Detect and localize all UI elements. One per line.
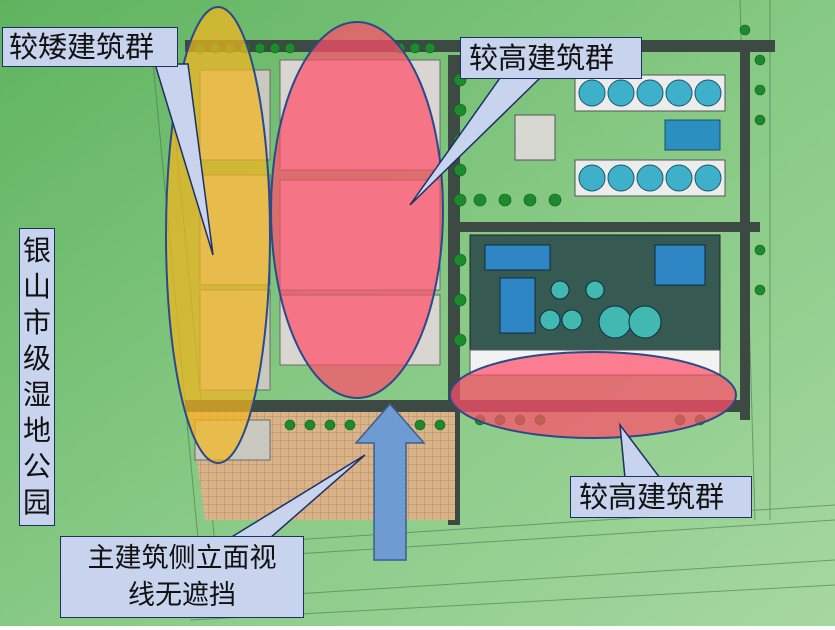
- park-char: 湿: [22, 378, 51, 411]
- park-char: 山: [22, 270, 51, 303]
- park-char: 级: [22, 342, 51, 375]
- park-char: 银: [22, 234, 51, 267]
- park-char: 市: [22, 306, 51, 339]
- park-char: 地: [22, 414, 51, 447]
- treatment-area: [469, 234, 721, 376]
- callout-high-buildings-bottom: 较高建筑群: [570, 476, 752, 518]
- sightline-line-1: 主建筑侧立面视: [87, 543, 277, 574]
- low-buildings-label: 较矮建筑群: [9, 30, 155, 64]
- cooling-units-top: [514, 74, 726, 197]
- callout-wetland-park: 银 山 市 级 湿 地 公 园: [19, 228, 55, 526]
- high-buildings-zone-south: [449, 351, 737, 439]
- high-buildings-zone-center: [270, 21, 444, 399]
- callout-high-buildings-top: 较高建筑群: [460, 37, 642, 79]
- callout-sightline: 主建筑侧立面视 线无遮挡: [60, 536, 304, 618]
- sightline-line-2: 线无遮挡: [128, 580, 236, 611]
- callout-low-buildings: 较矮建筑群: [2, 27, 178, 67]
- high-buildings-label-bottom: 较高建筑群: [579, 480, 725, 514]
- park-char: 公: [22, 450, 51, 483]
- sightline-arrow: [354, 402, 426, 561]
- park-char: 园: [22, 486, 51, 519]
- high-buildings-label-top: 较高建筑群: [469, 41, 615, 75]
